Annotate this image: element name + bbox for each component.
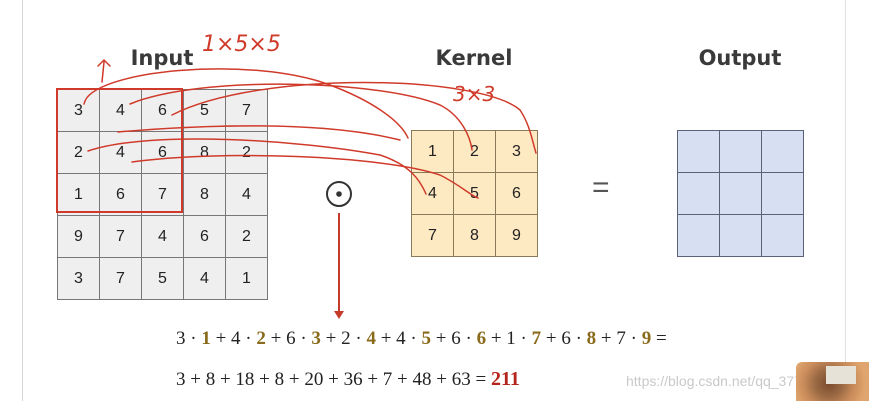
equation-result: 211 xyxy=(490,368,520,390)
equation-term: + 1 · xyxy=(486,328,532,349)
kernel-weight-term: 8 xyxy=(586,328,597,349)
input-cell: 5 xyxy=(142,258,184,300)
kernel-cell: 3 xyxy=(496,131,538,173)
equation-term: + 6 · xyxy=(431,328,477,349)
equation-products: 3 · 1 + 4 · 2 + 6 · 3 + 2 · 4 + 4 · 5 + … xyxy=(176,328,667,350)
input-cell: 4 xyxy=(142,216,184,258)
kernel-cell: 4 xyxy=(412,173,454,215)
equation-sum-terms: 3 + 8 + 18 + 8 + 20 + 36 + 7 + 48 + 63 = xyxy=(176,369,491,390)
input-cell: 9 xyxy=(58,216,100,258)
input-cell: 2 xyxy=(226,216,268,258)
input-cell: 3 xyxy=(58,258,100,300)
left-divider xyxy=(22,0,23,401)
equation-term: + 6 · xyxy=(541,328,587,349)
kernel-cell: 8 xyxy=(454,215,496,257)
input-cell: 6 xyxy=(184,216,226,258)
output-cell xyxy=(762,215,804,257)
kernel-weight-term: 9 xyxy=(641,328,652,349)
input-cell: 4 xyxy=(184,258,226,300)
kernel-shape-note: 3×3 xyxy=(453,82,495,106)
output-matrix xyxy=(677,130,804,257)
kernel-cell: 6 xyxy=(496,173,538,215)
kernel-cell: 1 xyxy=(412,131,454,173)
kernel-cell: 9 xyxy=(496,215,538,257)
equation-term: + 7 · xyxy=(596,328,642,349)
output-cell xyxy=(678,173,720,215)
kernel-cell: 7 xyxy=(412,215,454,257)
kernel-weight-term: 3 xyxy=(311,328,321,349)
output-cell xyxy=(678,131,720,173)
kernel-cell: 2 xyxy=(454,131,496,173)
equation-term: + 2 · xyxy=(320,328,367,349)
presenter-avatar xyxy=(796,362,869,401)
output-cell xyxy=(720,215,762,257)
hadamard-operator-icon xyxy=(326,181,352,207)
kernel-weight-term: 6 xyxy=(476,328,487,349)
equals-sign: = xyxy=(592,171,610,204)
input-cell: 8 xyxy=(184,132,226,174)
kernel-title: Kernel xyxy=(435,46,513,70)
kernel-weight-term: 4 xyxy=(366,328,376,349)
equation-sum: 3 + 8 + 18 + 8 + 20 + 36 + 7 + 48 + 63 =… xyxy=(176,368,520,391)
output-cell xyxy=(678,215,720,257)
receptive-field-highlight xyxy=(56,88,183,213)
output-cell xyxy=(762,131,804,173)
input-cell: 4 xyxy=(226,174,268,216)
avatar-background xyxy=(826,366,856,384)
output-cell xyxy=(720,131,762,173)
kernel-cell: 5 xyxy=(454,173,496,215)
equation-term: 3 · xyxy=(176,328,202,349)
input-cell: 8 xyxy=(184,174,226,216)
kernel-weight-term: 7 xyxy=(531,328,542,349)
result-arrow-head-icon xyxy=(334,311,344,319)
input-cell: 2 xyxy=(226,132,268,174)
input-cell: 7 xyxy=(226,90,268,132)
output-title: Output xyxy=(698,46,782,70)
right-divider xyxy=(845,0,846,401)
kernel-weight-term: 2 xyxy=(256,328,266,349)
kernel-weight-term: 5 xyxy=(421,328,432,349)
input-cell: 7 xyxy=(100,258,142,300)
kernel-weight-term: 1 xyxy=(201,328,211,349)
input-cell: 7 xyxy=(100,216,142,258)
watermark: https://blog.csdn.net/qq_37774098 xyxy=(626,373,841,389)
input-cell: 1 xyxy=(226,258,268,300)
output-cell xyxy=(762,173,804,215)
input-cell: 5 xyxy=(184,90,226,132)
equation-term: + 6 · xyxy=(265,328,312,349)
equation-term: + 4 · xyxy=(375,328,422,349)
output-cell xyxy=(720,173,762,215)
equation-term: + 4 · xyxy=(210,328,257,349)
equation-term: = xyxy=(651,328,667,349)
input-title: Input xyxy=(130,46,194,70)
